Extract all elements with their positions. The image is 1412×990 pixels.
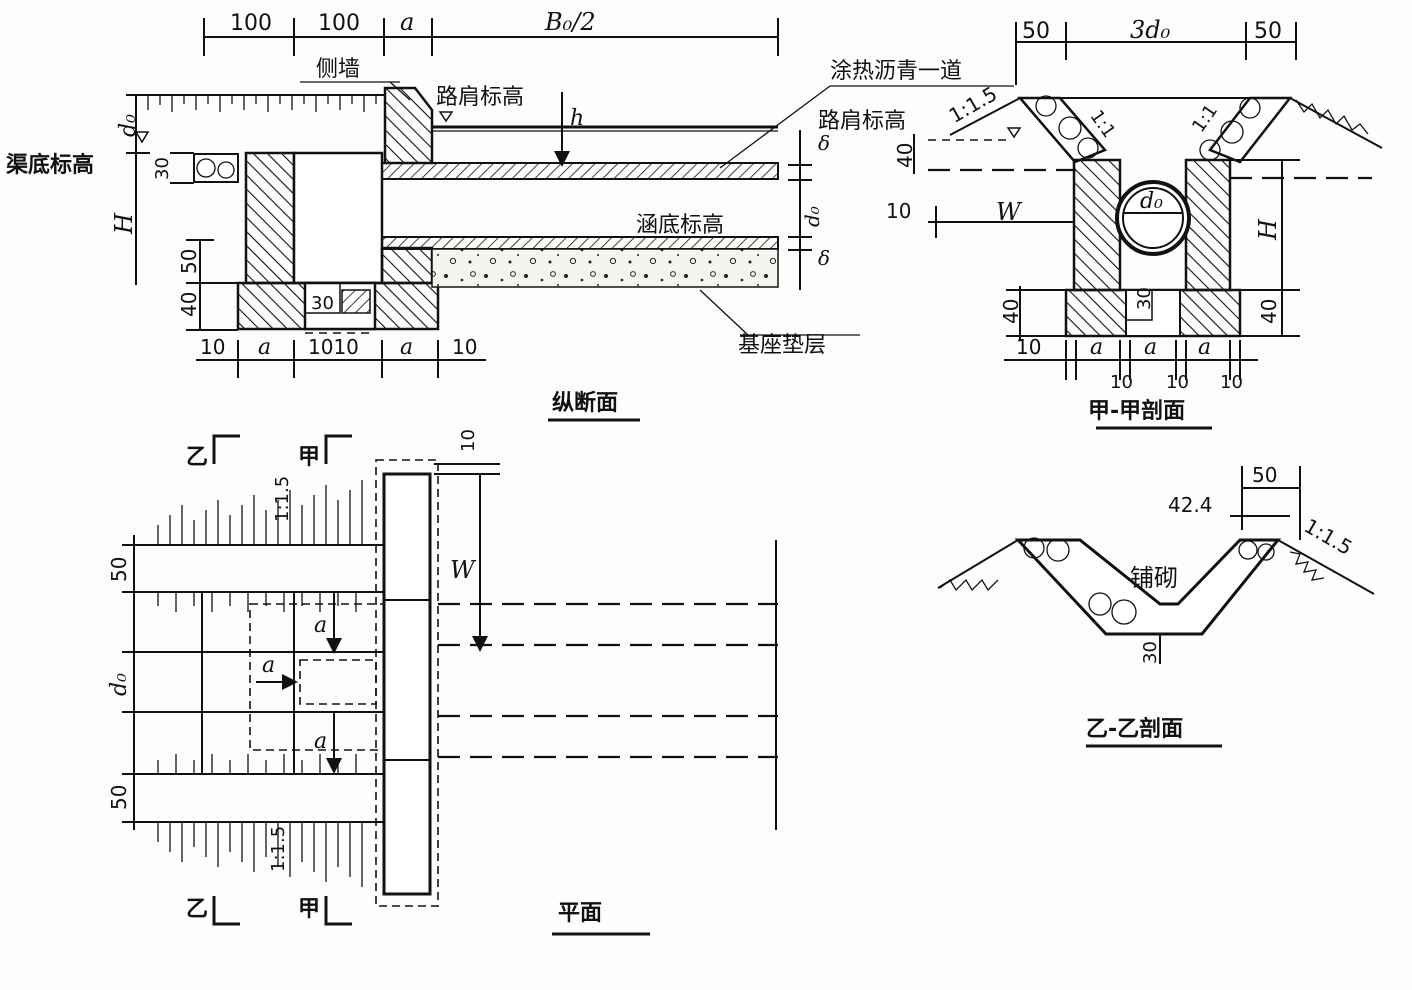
dim-base-30: 30 [311, 293, 334, 314]
dim-top-50-left: 50 [1022, 19, 1050, 44]
wing-wall-top [383, 86, 434, 165]
dim-bottom-a-left: a [258, 335, 271, 360]
title-longitudinal: 纵断面 [552, 390, 618, 416]
title-plan: 平面 [558, 901, 602, 926]
title-section-a: 甲-甲剖面 [1088, 398, 1185, 424]
dim-section-a-a3: a [1198, 335, 1211, 360]
section-b: 50 42.4 30 铺砌 1:1.5 乙-乙剖面 [937, 463, 1375, 748]
culvert-cavity [292, 151, 384, 285]
dim-top-1: 100 [230, 11, 272, 36]
plan-dim-50-bottom: 50 [107, 785, 131, 810]
marker-jia-bottom: 甲 [298, 897, 320, 922]
dim-delta-top: δ [818, 131, 830, 155]
dim-section-a-40-top: 40 [893, 143, 917, 168]
marker-yi-top: 乙 [186, 445, 208, 470]
dim-section-a-40-right: 40 [1257, 299, 1281, 324]
dim-top-50-right: 50 [1254, 19, 1282, 44]
dim-section-a-a1: a [1090, 335, 1103, 360]
label-channel-bottom-elev: 渠底标高 [6, 152, 94, 178]
section-b-lining [1014, 538, 1282, 636]
marker-yi-bottom: 乙 [186, 897, 208, 922]
side-wall-left [244, 151, 296, 285]
dim-50-left: 50 [177, 249, 201, 274]
label-shoulder-elev: 路肩标高 [436, 85, 524, 110]
plan-slope-top: 1:1.5 [272, 476, 293, 522]
section-a-wall-left [1072, 158, 1122, 292]
dim-section-a-a2: a [1144, 335, 1157, 360]
dim-h: h [570, 106, 584, 131]
dim-section-a-bottom-10: 10 [1016, 335, 1041, 359]
dim-bottom-10-left: 10 [200, 335, 225, 359]
dim-section-a-40-left: 40 [999, 299, 1023, 324]
dim-bottom-1010: 1010 [308, 335, 359, 359]
dim-top-2: 100 [318, 11, 360, 36]
dim-section-a-30: 30 [1134, 287, 1155, 310]
dim-section-a-H: H [1254, 218, 1282, 241]
dim-section-a-10c: 10 [1220, 372, 1243, 393]
plan-dim-10: 10 [458, 429, 479, 452]
ground-ticks [147, 95, 377, 112]
plan-dim-50-top: 50 [107, 557, 131, 582]
label-side-wall: 侧墙 [316, 57, 360, 82]
plan-slope-bottom: 1:1.5 [268, 826, 289, 872]
section-b-dim-42: 42.4 [1168, 493, 1213, 517]
label-section-a-shoulder: 路肩标高 [818, 109, 906, 134]
dim-40-left: 40 [177, 292, 201, 317]
dim-30-left: 30 [152, 157, 173, 180]
dim-H-left: H [110, 212, 138, 235]
dim-bottom-a-right: a [400, 335, 413, 360]
section-b-dim-50: 50 [1252, 463, 1277, 487]
dim-section-a-10b: 10 [1166, 372, 1189, 393]
pipe-diameter-label: d₀ [1140, 189, 1163, 214]
plan-dim-a2: a [262, 653, 275, 678]
section-a: 50 3d₀ 50 d₀ 30 [818, 16, 1383, 430]
dim-section-a-10a: 10 [1110, 372, 1133, 393]
dim-section-a-W: W [996, 198, 1023, 226]
top-slab [381, 162, 779, 180]
plan-wall [382, 472, 432, 896]
plan-dim-a1: a [314, 613, 327, 638]
marker-jia-top: 甲 [298, 445, 320, 470]
section-a-wall-right [1184, 158, 1232, 292]
dim-bottom-10-right: 10 [452, 335, 477, 359]
base-cushion [431, 248, 779, 288]
section-b-paving: 铺砌 [1130, 564, 1178, 592]
label-slope-left: 1:1.5 [945, 81, 1001, 127]
plan-inner-ticks [157, 592, 357, 774]
title-section-b: 乙-乙剖面 [1086, 716, 1183, 742]
dim-top-b0: B₀/2 [544, 8, 596, 36]
side-wall-right-lower [380, 246, 434, 285]
dim-top-3d0: 3d₀ [1130, 16, 1171, 44]
dim-section-a-10: 10 [886, 199, 911, 223]
label-asphalt: 涂热沥青一道 [830, 59, 962, 84]
bottom-slab [381, 236, 779, 250]
dim-top-a: a [400, 8, 414, 36]
label-slope-inner-right: 1:1 [1188, 101, 1222, 137]
plan-dim-W: W [450, 556, 477, 584]
plan-dim-d0: d₀ [107, 673, 132, 696]
dim-delta-bottom: δ [818, 246, 830, 270]
dim-d0-left: d₀ [116, 114, 141, 137]
section-b-dim-30: 30 [1140, 641, 1161, 664]
longitudinal-section: 100 100 a B₀/2 30 [6, 8, 1014, 422]
section-b-slope: 1:1.5 [1300, 514, 1356, 560]
label-culvert-bottom-elev: 涵底标高 [636, 213, 724, 238]
plan-view: 乙 甲 乙 甲 [107, 429, 778, 936]
plan-slope-ticks-bottom [157, 822, 363, 887]
label-base-cushion: 基座垫层 [738, 333, 826, 358]
plan-slope-ticks-top [157, 480, 363, 545]
dim-d0-right: d₀ [800, 206, 824, 227]
plan-dim-a3: a [314, 729, 327, 754]
pipe-outer-icon [1115, 180, 1191, 256]
